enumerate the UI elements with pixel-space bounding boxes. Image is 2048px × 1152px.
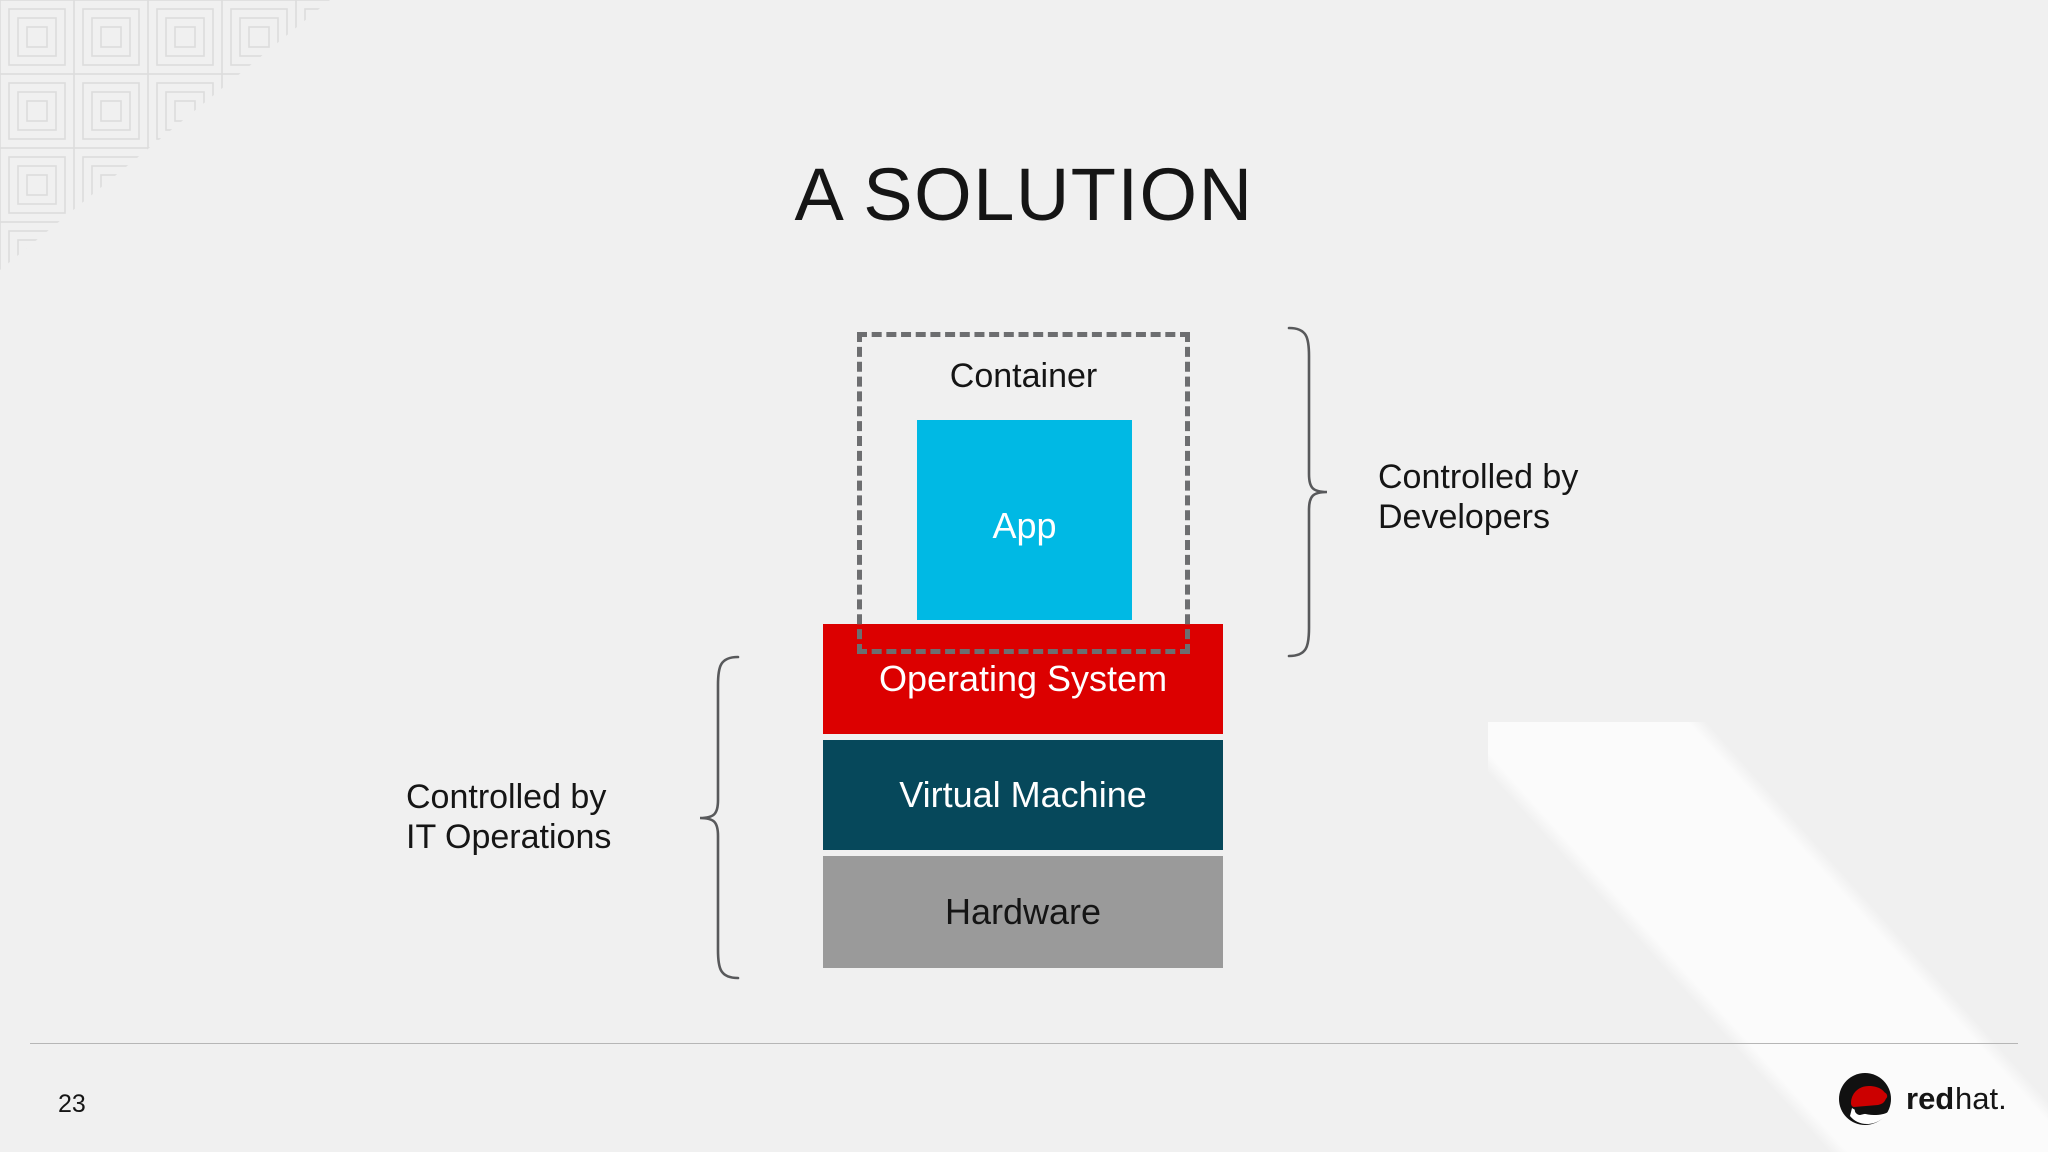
layer-virtual-machine-label: Virtual Machine xyxy=(899,774,1147,815)
annotation-developers: Controlled by Developers xyxy=(1378,457,1578,537)
annotation-developers-line1: Controlled by xyxy=(1378,458,1579,496)
brace-it-operations-icon xyxy=(699,655,740,980)
annotation-developers-line2: Developers xyxy=(1378,498,1550,537)
layer-virtual-machine[interactable]: Virtual Machine xyxy=(823,740,1223,850)
annotation-it-operations-line1: Controlled by xyxy=(406,778,607,816)
page-number: 23 xyxy=(58,1090,86,1118)
container-label: Container xyxy=(949,357,1098,395)
layer-operating-system-label: Operating System xyxy=(878,658,1168,699)
container-boundary-box[interactable] xyxy=(857,332,1190,654)
layer-app-box[interactable] xyxy=(917,420,1132,620)
annotation-it-operations-line2: IT Operations xyxy=(406,818,612,857)
redhat-shadowman-icon xyxy=(1839,1073,1891,1125)
layer-operating-system[interactable]: Operating System xyxy=(823,624,1223,734)
layer-hardware[interactable]: Hardware xyxy=(823,856,1223,968)
layer-hardware-label: Hardware xyxy=(944,891,1102,932)
layer-app-label: App xyxy=(992,505,1057,546)
brace-developers-icon xyxy=(1287,326,1328,658)
page-title: A SOLUTION xyxy=(794,152,1254,236)
redhat-wordmark: red hat. xyxy=(1906,1081,2007,1116)
svg-text:red: red xyxy=(1906,1081,1954,1116)
footer-divider xyxy=(30,1043,2018,1044)
annotation-it-operations: Controlled by IT Operations xyxy=(406,777,642,857)
svg-text:hat.: hat. xyxy=(1955,1081,2007,1116)
redhat-logo: red hat. xyxy=(1838,1068,2024,1130)
